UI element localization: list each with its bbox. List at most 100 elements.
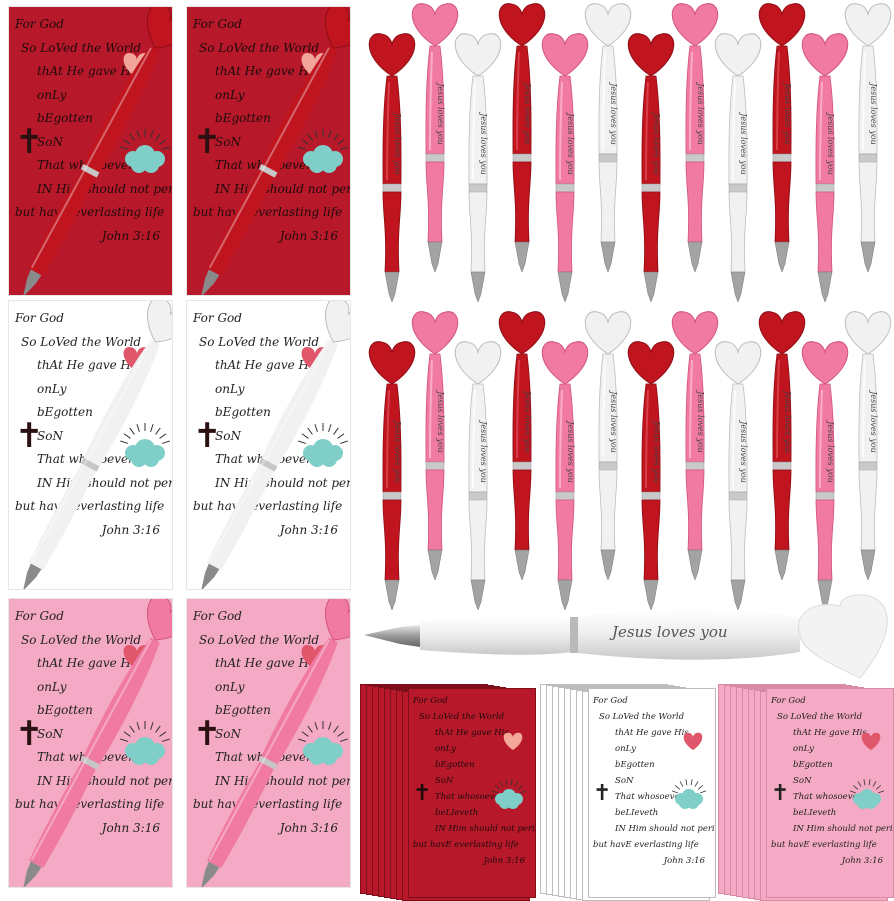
- pen-icon: Jesus loves you: [714, 341, 762, 611]
- verse-line: So LoVed the World: [777, 712, 863, 722]
- verse-line: onLy: [215, 87, 245, 102]
- verse-line: onLy: [615, 744, 636, 754]
- verse-text: For God So LoVed the World thAt He gave Hi…: [15, 605, 172, 840]
- verse-line: IN Him should not perish: [615, 824, 716, 834]
- pen-icon: Jesus loves you: [627, 341, 675, 611]
- verse-line: thAt He gave His: [37, 656, 142, 670]
- cross-icon: ✝: [771, 781, 790, 806]
- pen-engraving: Jesus loves you: [479, 419, 488, 483]
- verse-line: So LoVed the World: [21, 632, 142, 647]
- verse-line: thAt He gave His: [37, 64, 142, 78]
- verse-line: bEgotten: [615, 760, 655, 770]
- pen-icon: Jesus loves you: [368, 33, 416, 303]
- verse-line: That whosoever: [435, 792, 504, 802]
- verse-line: SoN: [793, 776, 812, 786]
- pen-engraving: Jesus loves you: [479, 111, 488, 175]
- heart-icon: [683, 732, 703, 750]
- heart-icon: [861, 732, 881, 750]
- cloud-icon: [298, 721, 348, 765]
- pen-engraving: Jesus loves you: [566, 419, 575, 483]
- verse-line: SoN: [37, 726, 63, 741]
- verse-line: For God: [15, 311, 64, 325]
- verse-line: bEgotten: [215, 703, 271, 717]
- verse-line: John 3:16: [841, 856, 883, 866]
- cross-icon: ✝: [193, 714, 222, 754]
- verse-line: For God: [15, 17, 64, 31]
- pen-engraving: Jesus loves you: [609, 389, 618, 453]
- cross-icon: ✝: [193, 416, 222, 456]
- verse-line: thAt He gave His: [215, 358, 320, 372]
- verse-line: John 3:16: [101, 228, 160, 243]
- pen-icon: Jesus loves you: [498, 3, 546, 273]
- pen-band: [570, 617, 578, 653]
- cross-icon: ✝: [15, 714, 44, 754]
- verse-line: but havE everlasting life: [593, 840, 699, 850]
- verse-line: IN Him should not perish: [793, 824, 894, 834]
- pen-icon: Jesus loves you: [411, 3, 459, 273]
- verse-line: onLy: [215, 381, 245, 396]
- pen-icon: Jesus loves you: [368, 341, 416, 611]
- verse-line: SoN: [215, 726, 241, 741]
- pen-engraving: Jesus loves you: [436, 81, 445, 145]
- pen-engraving: Jesus loves you: [696, 389, 705, 453]
- cloud-icon: [491, 779, 527, 809]
- verse-line: SoN: [435, 776, 454, 786]
- pen-engraving: Jesus loves you: [826, 111, 835, 175]
- heart-icon: [797, 594, 888, 679]
- verse-line: For God: [593, 696, 628, 706]
- pen-engraving: Jesus loves you: [523, 81, 532, 145]
- verse-line: beLIeveth: [435, 808, 479, 818]
- verse-line: John 3:16: [279, 228, 338, 243]
- cloud-icon: [671, 779, 707, 809]
- verse-line: but havE everlasting life: [771, 840, 877, 850]
- pen-icon: Jesus loves you: [584, 3, 632, 273]
- verse-line: That whosoever: [793, 792, 862, 802]
- verse-line: For God: [193, 311, 242, 325]
- pen-icon: Jesus loves you: [498, 311, 546, 581]
- pen-engraving: Jesus loves you: [652, 111, 661, 175]
- verse-line: So LoVed the World: [21, 334, 142, 349]
- scripture-card: For God So LoVed the World thAt He gave Hi…: [8, 598, 173, 888]
- verse-line: but havE everlasting life: [15, 797, 165, 811]
- pen-engraving: Jesus loves you: [393, 419, 402, 483]
- verse-line: bEgotten: [793, 760, 833, 770]
- pen-icon: Jesus loves you: [454, 341, 502, 611]
- verse-line: onLy: [435, 744, 456, 754]
- pen-barrel: [420, 615, 572, 655]
- verse-line: For God: [15, 609, 64, 623]
- cross-icon: ✝: [413, 781, 432, 806]
- verse-line: bEgotten: [37, 703, 93, 717]
- pen-icon: Jesus loves you: [454, 33, 502, 303]
- cross-icon: ✝: [15, 416, 44, 456]
- verse-line: IN Him should not perish: [435, 824, 536, 834]
- cross-icon: ✝: [15, 122, 44, 162]
- cross-icon: ✝: [593, 781, 612, 806]
- pen-icon: [201, 599, 350, 887]
- verse-line: So LoVed the World: [199, 40, 320, 55]
- verse-line: So LoVed the World: [199, 632, 320, 647]
- verse-line: So LoVed the World: [599, 712, 685, 722]
- verse-line: For God: [193, 17, 242, 31]
- pen-icon: Jesus loves you: [714, 33, 762, 303]
- verse-line: SoN: [615, 776, 634, 786]
- cloud-icon: [120, 423, 170, 467]
- verse-line: but havE everlasting life: [413, 840, 519, 850]
- verse-line: John 3:16: [483, 856, 525, 866]
- pen-engraving: Jesus loves you: [739, 419, 748, 483]
